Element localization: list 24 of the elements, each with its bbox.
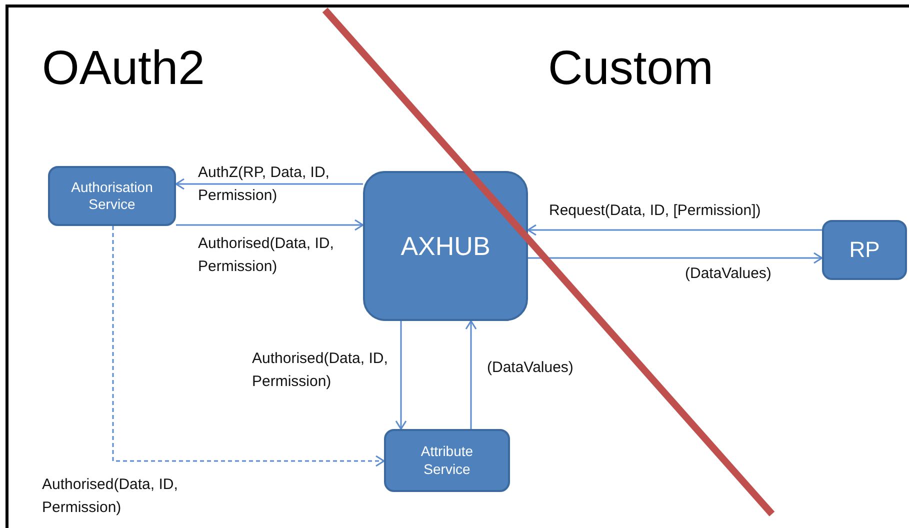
section-heading: Custom (548, 45, 714, 93)
edge-label: Authorised(Data, ID, Permission) (198, 234, 335, 277)
node-label: RP (848, 236, 881, 264)
edge-label: (DataValues) (685, 264, 772, 284)
process-box (384, 429, 510, 492)
dashed-arrow (112, 226, 385, 467)
node-label: Attribute Service (420, 443, 474, 478)
arrow (465, 320, 477, 429)
arrow (175, 178, 363, 190)
edge-label: Request(Data, ID, [Permission]) (549, 201, 762, 221)
edge-label: Authorised(Data, ID, Permission) (252, 349, 389, 392)
edge-label: Authorised(Data, ID, Permission) (42, 475, 179, 518)
node-label: AXHUB (400, 230, 492, 262)
node-label: Authorisation Service (70, 178, 154, 214)
process-box (363, 171, 528, 321)
arrow (395, 321, 407, 430)
edge-label: (DataValues) (487, 358, 574, 378)
process-box (48, 166, 176, 226)
arrow (528, 252, 823, 264)
arrow (176, 219, 364, 231)
edge-label: AuthZ(RP, Data, ID, Permission) (198, 163, 330, 206)
process-box (822, 220, 907, 280)
section-heading: OAuth2 (42, 45, 205, 93)
arrow (527, 224, 822, 236)
